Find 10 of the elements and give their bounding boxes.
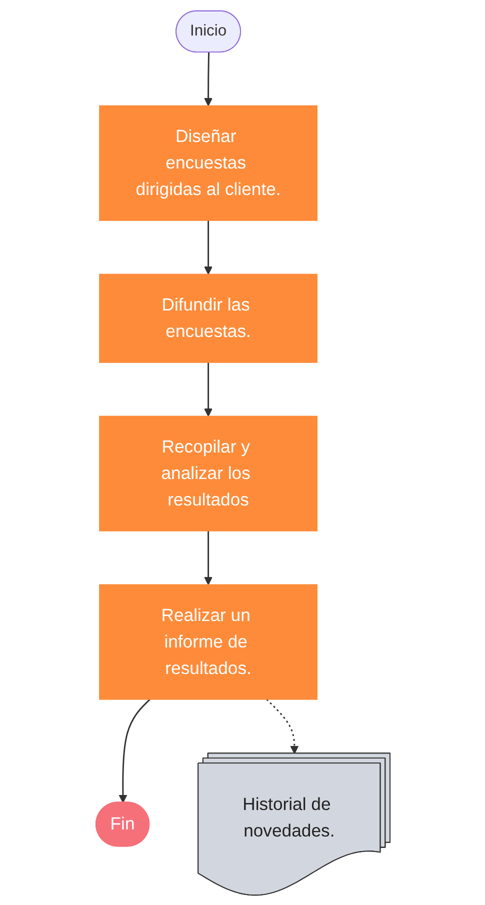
arrow xyxy=(118,698,150,803)
node-box: Difundir las encuestas. xyxy=(98,273,317,362)
arrow xyxy=(203,52,212,106)
node-box: Recopilar y analizar los resultados xyxy=(98,415,317,531)
arrow xyxy=(203,530,212,585)
arrow xyxy=(266,698,298,754)
arrow xyxy=(203,220,212,274)
node-box: Diseñar encuestas dirigidas al cliente. xyxy=(98,104,317,220)
arrow xyxy=(203,362,212,416)
node-box: Realizar un informe de resultados. xyxy=(98,584,317,700)
